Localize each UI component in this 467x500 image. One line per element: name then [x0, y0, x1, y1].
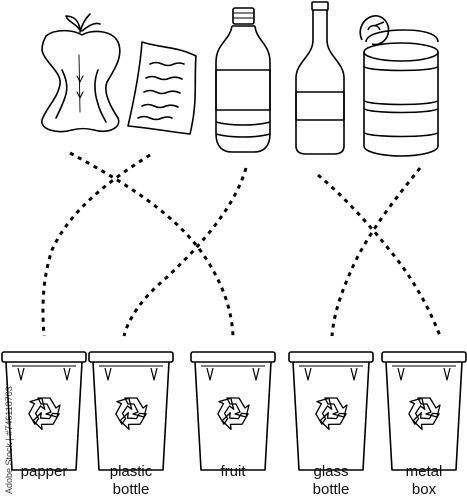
bin-label-line: bottle	[313, 481, 350, 498]
matching-lines	[41, 151, 442, 337]
bin-label-line: plastic	[110, 463, 153, 480]
bin-label: fruit	[220, 463, 246, 480]
bin-body	[385, 361, 463, 471]
line-plastic-to-plastic	[122, 167, 248, 337]
line-glass-to-metal	[317, 173, 442, 337]
line-paper-to-papper	[41, 153, 151, 337]
recycling-bin[interactable]	[1, 351, 87, 471]
line-can-to-glass	[330, 167, 422, 337]
paper-sheet-icon[interactable]	[127, 41, 197, 135]
apple-core-icon[interactable]	[41, 13, 121, 133]
metal-can-icon[interactable]	[359, 15, 439, 157]
plastic-bottle-icon[interactable]	[215, 7, 271, 153]
recycling-bin[interactable]	[190, 351, 276, 471]
recycling-bin[interactable]	[88, 351, 174, 471]
bin-lid	[381, 351, 467, 363]
bin-notch	[443, 367, 451, 381]
bin-body	[5, 361, 83, 471]
bin-lid	[288, 351, 374, 363]
recycle-symbol-icon	[217, 397, 250, 431]
recycle-symbol-icon	[28, 397, 61, 431]
bin-notch	[397, 367, 405, 381]
bin-label-line: papper	[21, 463, 68, 480]
bin-label: papper	[21, 463, 68, 480]
bin-notch	[63, 367, 71, 381]
glass-bottle-icon[interactable]	[295, 1, 345, 155]
bin-label-line: metal	[406, 463, 443, 480]
bin-notch	[150, 367, 158, 381]
recycling-bin[interactable]	[381, 351, 467, 471]
bin-notch	[350, 367, 358, 381]
bin-label-line: box	[412, 481, 437, 498]
watermark: Adobe Stock | #746118703	[4, 386, 14, 494]
bin-body	[292, 361, 370, 471]
bin-notch	[206, 367, 214, 381]
bin-lid	[190, 351, 276, 363]
bin-body	[92, 361, 170, 471]
recycling-bin[interactable]	[288, 351, 374, 471]
bin-label-line: bottle	[113, 481, 150, 498]
bin-lid	[1, 351, 87, 363]
watermark-text: Adobe Stock | #746118703	[4, 386, 14, 494]
bin-notch	[17, 367, 25, 381]
line-apple-to-fruit	[69, 151, 235, 337]
bin-label-line: glass	[313, 463, 348, 480]
bin-notch	[104, 367, 112, 381]
bin-notch	[304, 367, 312, 381]
bin-lid	[88, 351, 174, 363]
recycle-symbol-icon	[315, 397, 348, 431]
bin-label-line: fruit	[220, 463, 246, 480]
bin-notch	[252, 367, 260, 381]
bin-body	[194, 361, 272, 471]
recycle-symbol-icon	[115, 397, 148, 431]
recycle-symbol-icon	[408, 397, 441, 431]
